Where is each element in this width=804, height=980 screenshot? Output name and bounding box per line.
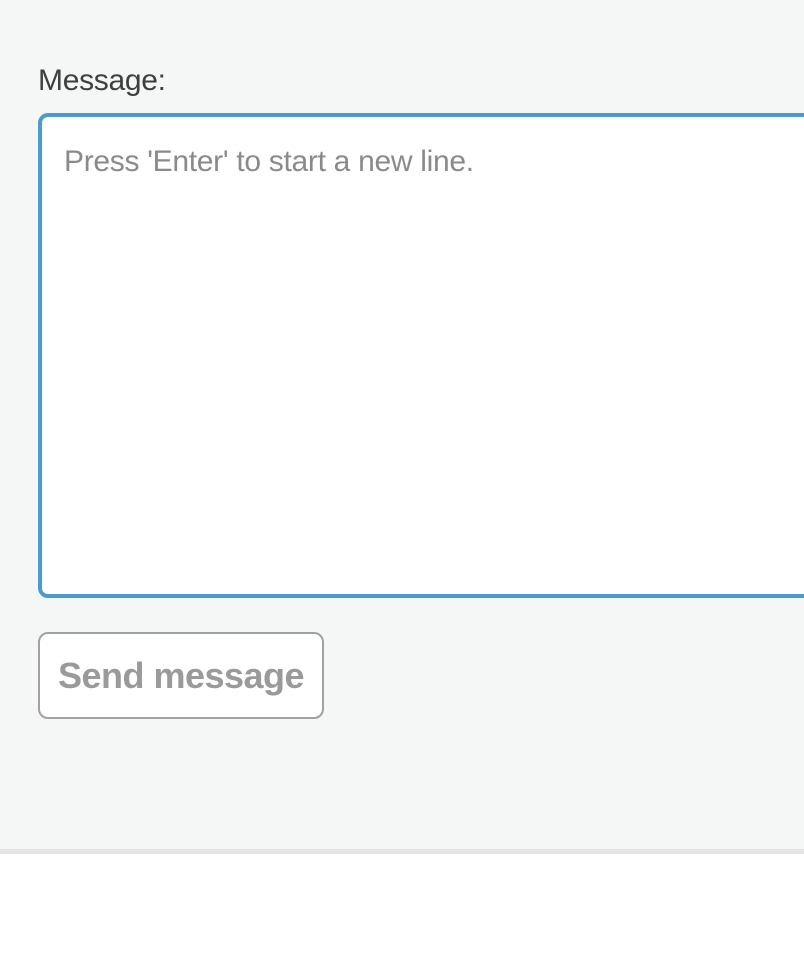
send-message-button[interactable]: Send message	[38, 632, 324, 719]
section-divider	[0, 849, 804, 854]
message-textarea[interactable]	[38, 113, 804, 598]
message-label: Message:	[38, 64, 166, 97]
page-footer-area	[0, 854, 804, 980]
message-form-section: Message: Send message	[38, 64, 804, 719]
